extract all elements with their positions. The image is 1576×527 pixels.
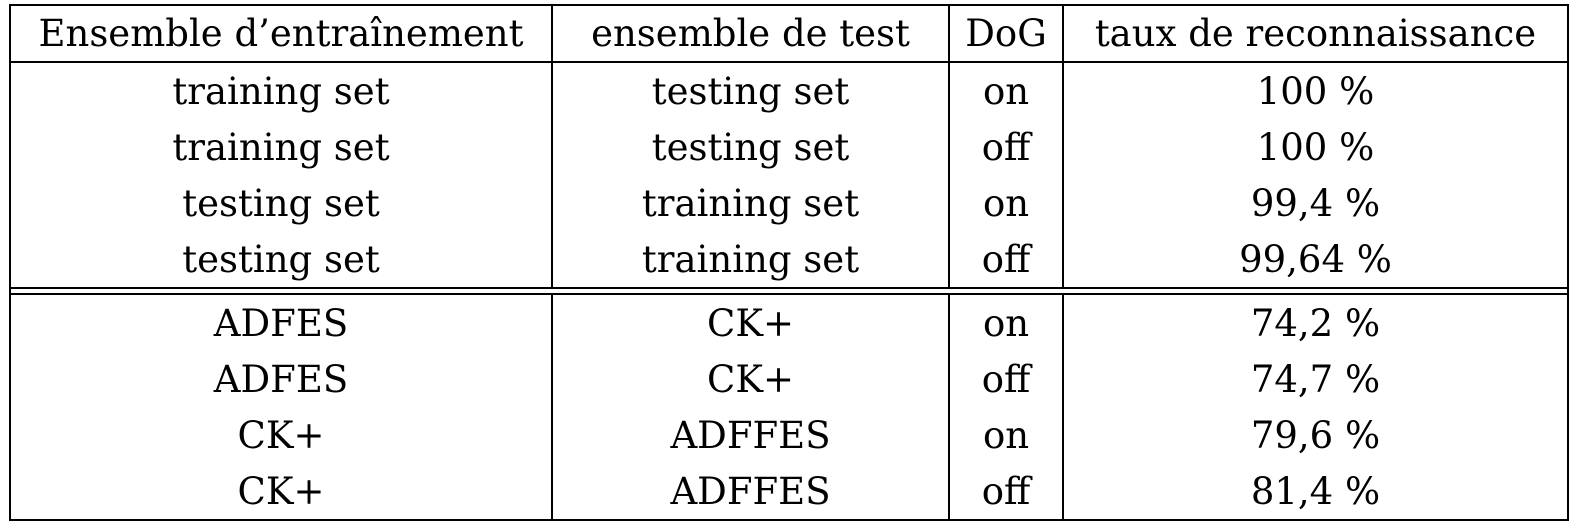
table-row: training set testing set off 100 %: [9, 119, 1569, 175]
cell-test-set: ADFFES: [551, 463, 950, 521]
cell-recognition-rate: 79,6 %: [1062, 407, 1569, 463]
table-row: ADFES CK+ off 74,7 %: [9, 351, 1569, 407]
cell-test-set: testing set: [551, 119, 950, 175]
cell-dog: off: [948, 231, 1064, 289]
table-header: Ensemble d’entraînement ensemble de test…: [9, 4, 1569, 63]
cell-training-set: testing set: [9, 175, 553, 231]
cell-dog: off: [948, 119, 1064, 175]
cell-training-set: ADFES: [9, 351, 553, 407]
cell-dog: on: [948, 407, 1064, 463]
table-row: testing set training set on 99,4 %: [9, 175, 1569, 231]
cell-recognition-rate: 99,64 %: [1062, 231, 1569, 289]
cell-training-set: CK+: [9, 463, 553, 521]
cell-test-set: training set: [551, 231, 950, 289]
cell-dog: off: [948, 351, 1064, 407]
cell-training-set: ADFES: [9, 294, 553, 351]
cell-test-set: ADFFES: [551, 407, 950, 463]
group-separator: [9, 287, 1569, 295]
table-row: CK+ ADFFES on 79,6 %: [9, 407, 1569, 463]
cell-recognition-rate: 74,2 %: [1062, 294, 1569, 351]
cell-test-set: CK+: [551, 351, 950, 407]
cell-test-set: testing set: [551, 62, 950, 119]
header-row: Ensemble d’entraînement ensemble de test…: [9, 4, 1569, 63]
cell-recognition-rate: 74,7 %: [1062, 351, 1569, 407]
cell-test-set: training set: [551, 175, 950, 231]
cell-training-set: training set: [9, 119, 553, 175]
cell-recognition-rate: 100 %: [1062, 62, 1569, 119]
cell-recognition-rate: 100 %: [1062, 119, 1569, 175]
header-recognition-rate: taux de reconnaissance: [1062, 4, 1569, 63]
header-dog: DoG: [948, 4, 1064, 63]
table-row: CK+ ADFFES off 81,4 %: [9, 463, 1569, 521]
cell-recognition-rate: 99,4 %: [1062, 175, 1569, 231]
cell-training-set: training set: [9, 62, 553, 119]
cell-dog: off: [948, 463, 1064, 521]
table-row: ADFES CK+ on 74,2 %: [9, 294, 1569, 351]
header-training-set: Ensemble d’entraînement: [9, 4, 553, 63]
cell-training-set: CK+: [9, 407, 553, 463]
cell-dog: on: [948, 294, 1064, 351]
table-row: testing set training set off 99,64 %: [9, 231, 1569, 289]
table-body: training set testing set on 100 % traini…: [9, 62, 1569, 521]
cell-training-set: testing set: [9, 231, 553, 289]
cell-recognition-rate: 81,4 %: [1062, 463, 1569, 521]
cell-test-set: CK+: [551, 294, 950, 351]
results-table: Ensemble d’entraînement ensemble de test…: [9, 4, 1569, 521]
cell-dog: on: [948, 62, 1064, 119]
table-row: training set testing set on 100 %: [9, 62, 1569, 119]
cell-dog: on: [948, 175, 1064, 231]
header-test-set: ensemble de test: [551, 4, 950, 63]
